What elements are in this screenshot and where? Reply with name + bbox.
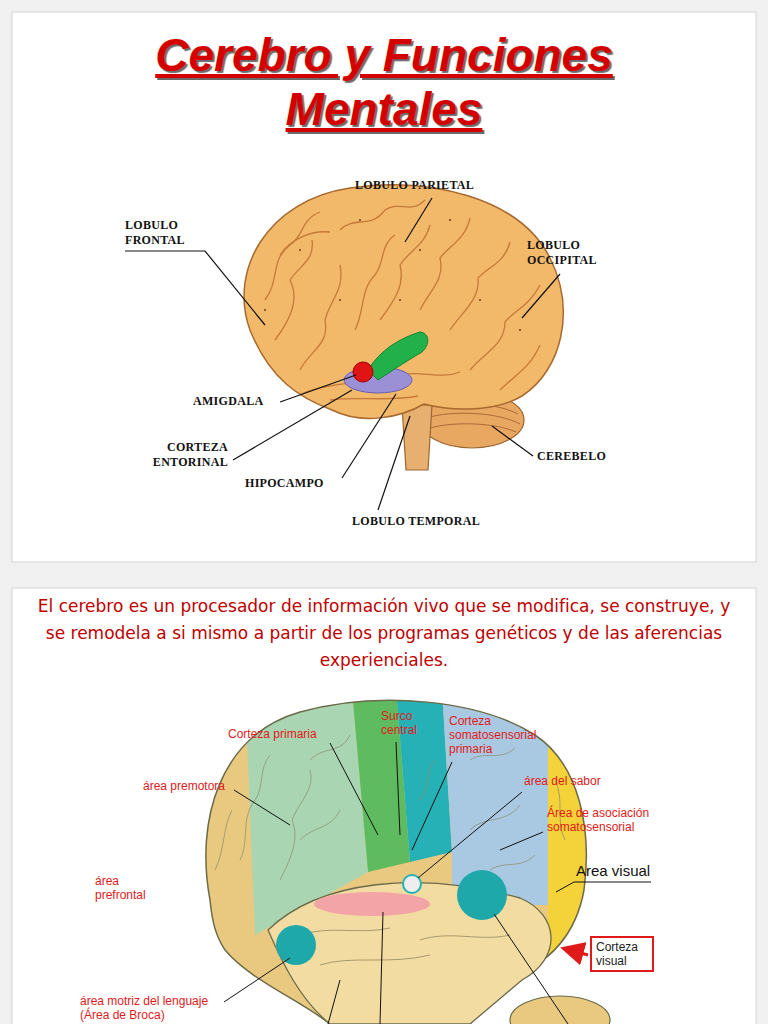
area-label: Area visual — [576, 862, 650, 880]
area-label: LOBULO PARIETAL — [355, 178, 474, 193]
area-label: LOBULO FRONTAL — [125, 218, 215, 248]
red-arrow — [566, 949, 588, 955]
area-label: CEREBELO — [537, 449, 606, 464]
leader-line — [224, 742, 651, 1024]
brain-areas-drawing — [206, 690, 610, 1024]
area-label: HIPOCAMPO — [245, 476, 324, 491]
intro-paragraph: El cerebro es un procesador de informaci… — [30, 593, 738, 674]
area-label: Área de asociación somatosensorial — [547, 806, 697, 834]
slide-title: Cerebro y Funciones Mentales — [104, 28, 664, 136]
area-label: área prefrontal — [95, 874, 167, 902]
slide-panel — [12, 12, 756, 562]
area-label: área del sabor — [524, 774, 601, 788]
area-label: CORTEZA ENTORINAL — [118, 440, 228, 470]
slide-panel — [12, 588, 756, 1024]
callout-box: Corteza visual — [590, 936, 654, 972]
area-label: LOBULO TEMPORAL — [352, 514, 480, 529]
area-label: LOBULO OCCIPITAL — [527, 238, 622, 268]
area-label: Surco central — [381, 709, 431, 737]
area-label: Corteza primaria — [228, 727, 317, 741]
area-label: Corteza somatosensorial primaria — [449, 714, 561, 756]
area-label: área motriz del lenguaje (Área de Broca) — [80, 994, 230, 1022]
brain-drawing — [244, 185, 563, 470]
box-text: Corteza visual — [596, 940, 648, 968]
area-label: AMIGDALA — [193, 394, 263, 409]
area-label: área premotora — [143, 779, 225, 793]
